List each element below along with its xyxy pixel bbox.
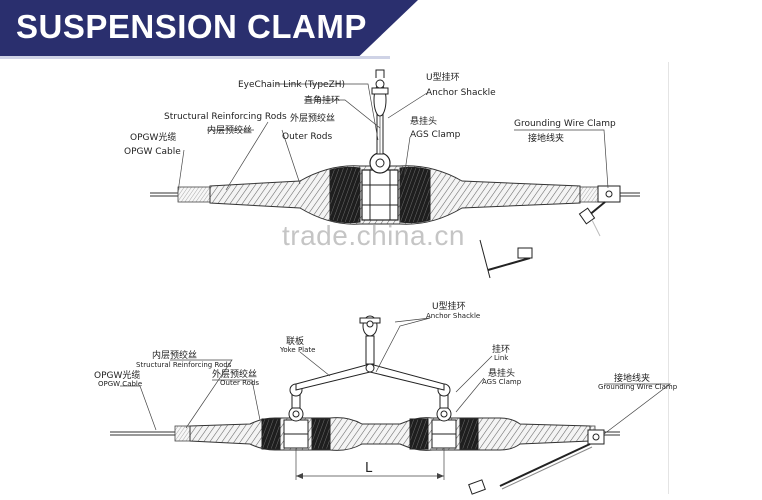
top-hanging-hardware [371,69,389,155]
bottom-leader-lines [120,317,672,435]
top-leader-lines [177,83,609,193]
bottom-grounding-wire-clamp [468,429,605,495]
bottom-label-inner-rods-cn: 内层预绞丝 [152,349,197,361]
bottom-label-opgw-cn: OPGW光缆 [94,369,140,381]
top-ags-clamp [361,152,399,221]
bottom-label-yoke-plate: Yoke Plate [279,346,315,354]
bottom-label-reinforcing-rods: Structural Reinforcing Rods [136,361,232,369]
top-rubber-insert-left [329,166,361,224]
bottom-u-shackle [359,315,381,365]
bottom-label-anchor-shackle: Anchor Shackle [426,312,480,320]
top-rubber-insert-right [399,166,431,224]
bottom-yoke-center-pin [365,363,375,373]
top-label-outer-rods-cn: 外层预绞丝 [290,112,335,124]
top-label-u-shackle-cn: U型挂环 [426,71,460,83]
top-grounding-wire-fragment [479,219,601,279]
page-title: SUSPENSION CLAMP [16,8,367,45]
bottom-label-link: Link [494,354,509,362]
watermark-text: trade.china.cn [282,220,465,251]
bottom-label-dimension-L: L [365,461,373,476]
bottom-label-grounding-clamp-cn: 接地线夹 [614,372,650,384]
bottom-label-opgw-cable: OPGW Cable [98,380,142,388]
bottom-label-yoke-plate-cn: 联板 [286,335,304,347]
bottom-label-grounding-clamp: Grounding Wire Clamp [598,383,678,391]
bottom-label-ags-clamp: AGS Clamp [482,378,522,386]
top-label-link-cn: 直角挂环 [304,94,340,106]
top-label-anchor-shackle: Anchor Shackle [426,88,496,98]
bottom-label-ags-clamp-cn: 悬挂头 [488,367,515,379]
bottom-label-u-shackle-cn: U型挂环 [432,300,466,312]
top-label-opgw-cable: OPGW Cable [124,147,181,157]
bottom-ags-clamp-left [283,406,309,449]
bottom-label-outer-rods: Outer Rods [220,379,259,387]
bottom-links [289,383,451,409]
top-label-grounding-wire-clamp: Grounding Wire Clamp [514,119,616,129]
bottom-label-outer-rods-cn: 外层预绞丝 [212,368,257,380]
bottom-dimension-L [295,448,445,480]
bottom-ags-clamp-right [431,406,457,449]
bottom-outer-rods [189,417,591,451]
top-label-opgw-cn: OPGW光缆 [130,131,176,143]
top-assembly: EyeChain Link (TypeZH) U型挂环 Anchor Shack… [124,69,640,279]
top-label-ags-clamp: AGS Clamp [410,130,461,140]
bottom-label-link-cn: 挂环 [492,343,510,355]
top-label-reinforcing-rods: Structural Reinforcing Rods [164,112,287,122]
top-label-grounding-wire-clamp-cn: 接地线夹 [528,132,564,144]
bottom-insert-2 [311,418,331,450]
bottom-insert-4 [459,418,479,450]
banner-underline [0,56,390,59]
top-label-inner-rods-cn: 内层预绞丝 [207,124,252,136]
bottom-insert-1 [261,418,281,450]
right-divider [668,62,669,494]
bottom-insert-3 [409,418,429,450]
top-label-ags-clamp-cn: 悬挂头 [410,115,437,127]
bottom-assembly: U型挂环 Anchor Shackle 联板 Yoke Plate 挂环 Lin… [94,300,678,495]
top-label-outer-rods: Outer Rods [282,132,332,142]
top-label-eye-chain-link: EyeChain Link (TypeZH) [238,80,345,90]
title-banner [0,0,418,56]
top-grounding-wire-clamp [578,185,621,225]
